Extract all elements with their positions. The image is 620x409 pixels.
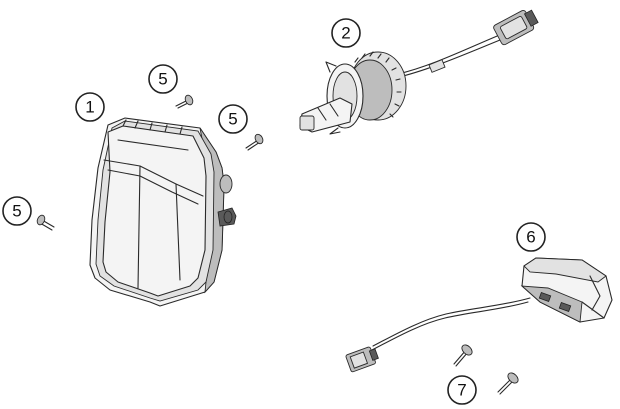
callout-5-a: 5 (148, 64, 178, 94)
callout-6-label: 6 (526, 228, 535, 247)
callout-5c-label: 5 (12, 202, 21, 221)
license-lamp-part (345, 257, 613, 373)
callout-7-label: 7 (457, 381, 466, 400)
screw-part-a (175, 94, 194, 109)
callout-1-label: 1 (85, 98, 94, 117)
lamp-screw-part-b (497, 372, 519, 395)
screw-part-b (245, 133, 264, 151)
screw-part-c (36, 214, 55, 231)
callout-7: 7 (447, 375, 477, 405)
callout-5-c: 5 (2, 196, 32, 226)
callout-5-b: 5 (218, 104, 248, 134)
callout-6: 6 (516, 222, 546, 252)
lamp-screw-part-a (453, 344, 473, 367)
headlight-part (89, 117, 237, 307)
callout-5b-label: 5 (228, 110, 237, 129)
callout-5a-label: 5 (158, 70, 167, 89)
bulb-socket-part (299, 9, 539, 135)
callout-2-label: 2 (341, 24, 350, 43)
callout-2: 2 (331, 18, 361, 48)
callout-1: 1 (75, 92, 105, 122)
